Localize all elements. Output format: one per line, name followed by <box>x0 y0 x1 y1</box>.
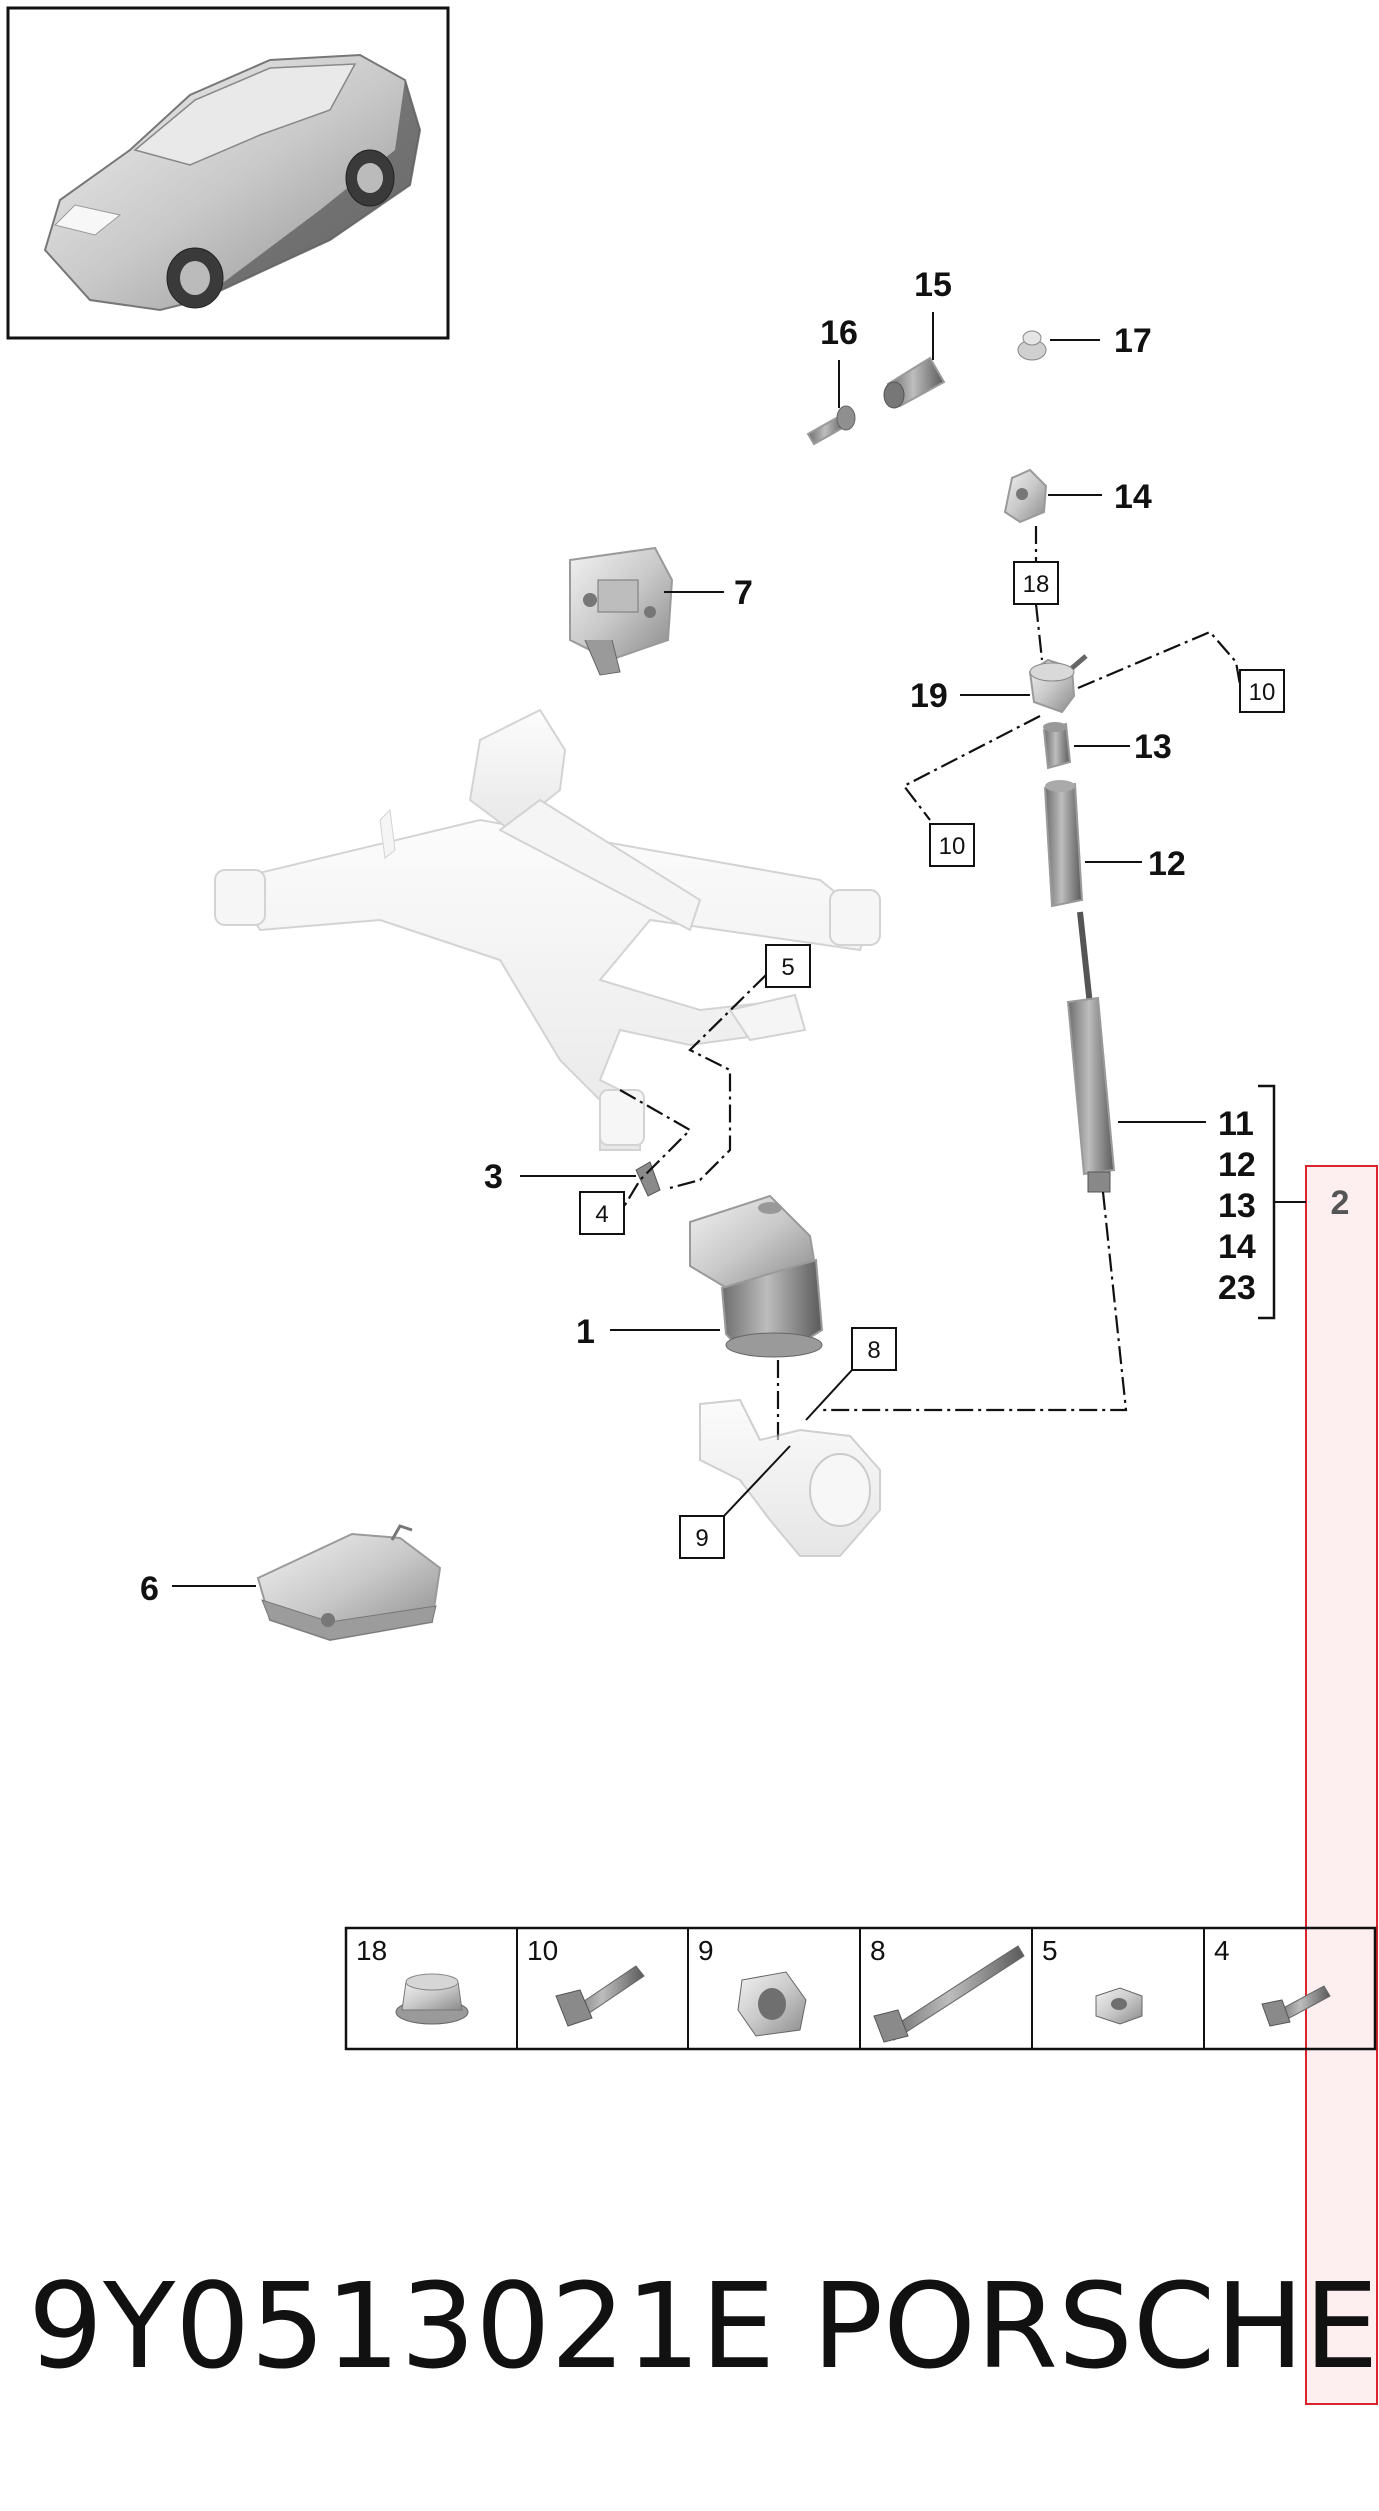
footer-brand: PORSCHE <box>812 2257 1379 2395</box>
dashline-18-19 <box>1034 603 1044 661</box>
ref-box-18: 18 <box>1013 561 1059 605</box>
ref-box-4: 4 <box>579 1191 625 1235</box>
dashline-5 <box>669 974 767 1190</box>
table-cell-8: 8 <box>870 1935 886 1966</box>
vehicle-thumbnail <box>6 6 450 340</box>
table-cell-4: 4 <box>1214 1935 1230 1966</box>
callout-13: 13 <box>1134 728 1172 766</box>
table-cell-10: 10 <box>527 1935 558 1966</box>
svg-text:18: 18 <box>1023 571 1050 598</box>
callout-15: 15 <box>914 266 952 304</box>
car-icon <box>43 53 422 312</box>
part-17-cap <box>1017 330 1047 361</box>
svg-text:5: 5 <box>781 954 794 981</box>
callout-12: 12 <box>1148 845 1186 883</box>
dashline-shock-knuckle <box>822 1191 1128 1412</box>
callout-6: 6 <box>140 1570 159 1608</box>
callout-14: 14 <box>1114 478 1152 516</box>
flange-nut-icon <box>395 1973 469 2025</box>
svg-text:4: 4 <box>595 1201 608 1228</box>
hardware-table: 18 10 9 8 5 4 <box>344 1926 1377 2051</box>
wheel-carrier <box>699 1398 881 1557</box>
collar-nut-icon <box>737 1971 807 2037</box>
svg-text:8: 8 <box>867 1337 880 1364</box>
short-bolt-icon <box>1261 1985 1331 2027</box>
stack-11: 11 <box>1218 1105 1254 1143</box>
table-cell-5: 5 <box>1042 1935 1058 1966</box>
part-19-seat <box>1028 654 1088 714</box>
dashline-19-10b <box>902 715 1041 821</box>
ref-box-9: 9 <box>679 1515 725 1559</box>
stack-13: 13 <box>1218 1187 1256 1225</box>
callout-stack: 11 12 13 14 23 <box>1218 1084 1306 1320</box>
subframe <box>214 708 881 1151</box>
ref-box-8: 8 <box>851 1327 897 1371</box>
part-6-accumulator <box>256 1524 442 1642</box>
table-cell-9: 9 <box>698 1935 714 1966</box>
callout-16: 16 <box>820 314 858 352</box>
dashline-3-4 <box>619 1089 692 1211</box>
callout-1: 1 <box>576 1313 595 1351</box>
callout-2: 2 <box>1331 1184 1350 1222</box>
callout-17: 17 <box>1114 322 1152 360</box>
callout-3: 3 <box>484 1158 503 1196</box>
stack-14: 14 <box>1218 1228 1256 1266</box>
leader-8 <box>805 1369 853 1421</box>
part-13-bump-stop <box>1042 722 1072 770</box>
ref-box-10a: 10 <box>1239 669 1285 713</box>
part-16-bolt <box>806 405 856 446</box>
ref-box-5: 5 <box>765 944 811 988</box>
dashline-19-10a <box>1077 630 1242 690</box>
callout-7: 7 <box>734 574 753 612</box>
part-15-sleeve <box>883 356 946 409</box>
callout-19: 19 <box>910 677 948 715</box>
hex-nut-icon <box>1095 1987 1143 2025</box>
part-1-air-spring <box>689 1194 824 1358</box>
part-14-top-mount <box>1003 468 1048 524</box>
hex-bolt-icon <box>555 1965 645 2027</box>
svg-text:9: 9 <box>695 1525 708 1552</box>
table-cell-18: 18 <box>356 1935 387 1966</box>
part-12-dust-boot <box>1043 780 1084 908</box>
stack-23: 23 <box>1218 1269 1256 1307</box>
svg-text:10: 10 <box>1249 679 1276 706</box>
footer-part-number: 9Y0513021E <box>28 2257 775 2395</box>
svg-text:10: 10 <box>939 833 966 860</box>
part-11-shock-absorber <box>1066 911 1116 1193</box>
ref-box-10b: 10 <box>929 823 975 867</box>
leader-9 <box>723 1445 791 1517</box>
long-bolt-icon <box>873 1945 1025 2043</box>
part-7-valve-block <box>569 546 674 676</box>
part-3-sensor-link <box>635 1161 661 1197</box>
stack-12: 12 <box>1218 1146 1256 1184</box>
highlight-frame <box>1305 1165 1378 2405</box>
